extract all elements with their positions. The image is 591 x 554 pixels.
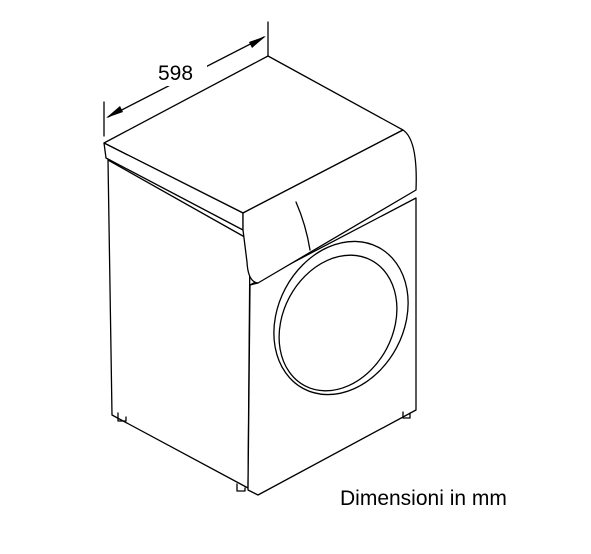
caption-units: Dimensioni in mm xyxy=(340,487,507,510)
front-panel xyxy=(247,197,417,496)
control-panel xyxy=(242,129,417,284)
foot-front-right xyxy=(402,411,411,419)
width-dimension-label: 598 xyxy=(158,62,193,85)
foot-left xyxy=(117,412,127,422)
dimension-arrow-right xyxy=(249,36,266,48)
fascia-lower-edge xyxy=(249,282,259,286)
width-dimension: 598 xyxy=(103,21,269,137)
door-inner-glass xyxy=(278,254,398,392)
foot-front-left xyxy=(236,483,246,492)
dimension-arrow-left xyxy=(106,106,123,118)
door-outer-ring xyxy=(273,240,409,396)
control-panel-divider xyxy=(295,201,311,251)
dimension-label-backdrop xyxy=(155,58,207,86)
